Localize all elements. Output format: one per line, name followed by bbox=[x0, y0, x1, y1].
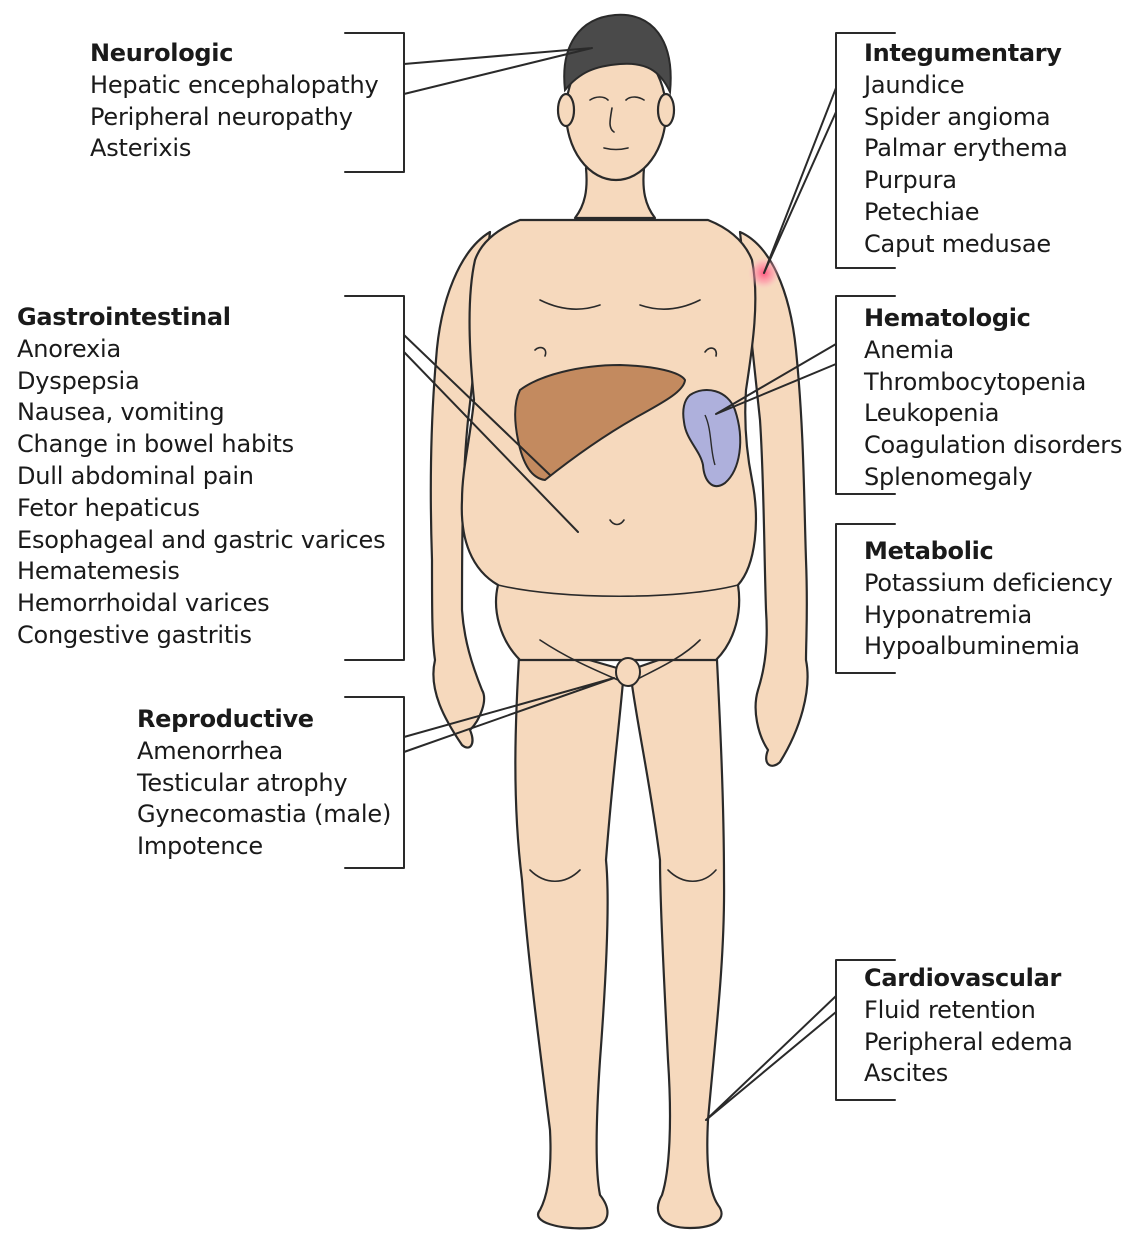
group-item: Thrombocytopenia bbox=[864, 367, 1122, 399]
reproductive-group: Reproductive Amenorrhea Testicular atrop… bbox=[137, 704, 391, 863]
group-item: Spider angioma bbox=[864, 102, 1068, 134]
group-item: Potassium deficiency bbox=[864, 568, 1113, 600]
group-title: Gastrointestinal bbox=[17, 302, 385, 334]
metabolic-group: Metabolic Potassium deficiency Hyponatre… bbox=[864, 536, 1113, 663]
group-item: Peripheral edema bbox=[864, 1027, 1073, 1059]
genitalia bbox=[616, 658, 640, 686]
group-item: Leukopenia bbox=[864, 398, 1122, 430]
group-item: Purpura bbox=[864, 165, 1068, 197]
group-item: Gynecomastia (male) bbox=[137, 799, 391, 831]
right-leg bbox=[630, 640, 724, 1228]
group-item: Petechiae bbox=[864, 197, 1068, 229]
group-item: Jaundice bbox=[864, 70, 1068, 102]
group-item: Hematemesis bbox=[17, 556, 385, 588]
group-item: Nausea, vomiting bbox=[17, 397, 385, 429]
group-item: Congestive gastritis bbox=[17, 620, 385, 652]
cardiovascular-group: Cardiovascular Fluid retention Periphera… bbox=[864, 963, 1073, 1090]
group-item: Esophageal and gastric varices bbox=[17, 525, 385, 557]
group-title: Hematologic bbox=[864, 303, 1122, 335]
group-item: Change in bowel habits bbox=[17, 429, 385, 461]
group-item: Hypoalbuminemia bbox=[864, 631, 1113, 663]
group-item: Peripheral neuropathy bbox=[90, 102, 378, 134]
integumentary-group: Integumentary Jaundice Spider angioma Pa… bbox=[864, 38, 1068, 261]
group-item: Fetor hepaticus bbox=[17, 493, 385, 525]
group-title: Reproductive bbox=[137, 704, 391, 736]
hematologic-group: Hematologic Anemia Thrombocytopenia Leuk… bbox=[864, 303, 1122, 494]
integumentary-leader bbox=[764, 88, 836, 273]
gastrointestinal-group: Gastrointestinal Anorexia Dyspepsia Naus… bbox=[17, 302, 385, 652]
group-title: Integumentary bbox=[864, 38, 1068, 70]
group-item: Testicular atrophy bbox=[137, 768, 391, 800]
group-item: Ascites bbox=[864, 1058, 1073, 1090]
group-item: Fluid retention bbox=[864, 995, 1073, 1027]
group-item: Amenorrhea bbox=[137, 736, 391, 768]
group-item: Coagulation disorders bbox=[864, 430, 1122, 462]
group-item: Hemorrhoidal varices bbox=[17, 588, 385, 620]
group-item: Hyponatremia bbox=[864, 600, 1113, 632]
group-item: Hepatic encephalopathy bbox=[90, 70, 378, 102]
group-item: Anemia bbox=[864, 335, 1122, 367]
group-title: Neurologic bbox=[90, 38, 378, 70]
cardiovascular-leader bbox=[706, 996, 836, 1120]
group-item: Anorexia bbox=[17, 334, 385, 366]
group-item: Impotence bbox=[137, 831, 391, 863]
left-leg bbox=[515, 640, 624, 1228]
neurologic-group: Neurologic Hepatic encephalopathy Periph… bbox=[90, 38, 378, 165]
group-item: Caput medusae bbox=[864, 229, 1068, 261]
group-item: Asterixis bbox=[90, 133, 378, 165]
group-title: Metabolic bbox=[864, 536, 1113, 568]
group-item: Dyspepsia bbox=[17, 366, 385, 398]
group-title: Cardiovascular bbox=[864, 963, 1073, 995]
group-item: Palmar erythema bbox=[864, 133, 1068, 165]
group-item: Dull abdominal pain bbox=[17, 461, 385, 493]
group-item: Splenomegaly bbox=[864, 462, 1122, 494]
